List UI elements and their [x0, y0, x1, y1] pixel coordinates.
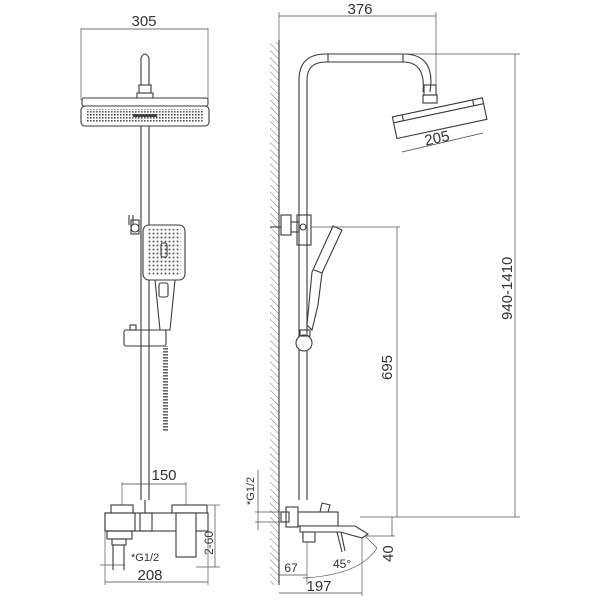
hand-shower-side	[306, 225, 343, 332]
dim-overhead-diameter: 205	[423, 128, 451, 150]
dim-total-height: 940-1410	[499, 257, 516, 320]
dim-spout-offset: 67	[284, 561, 298, 575]
side-view: 376 205 695 94	[245, 1, 520, 596]
dim-spout-height: 40	[380, 545, 397, 562]
dim-mixer-center: 150	[151, 467, 176, 484]
overhead-shower-side	[391, 97, 488, 140]
wall-hatch	[270, 42, 279, 585]
side-inlet-thread: *G1/2	[245, 477, 257, 505]
dim-inlet-offset: 2-60	[202, 531, 216, 555]
dim-overhead-width: 305	[131, 13, 156, 30]
front-view: 305 150	[80, 13, 220, 585]
front-inlet-thread: *G1/2	[131, 552, 159, 564]
mixer-side	[297, 511, 339, 527]
dim-arm-reach: 376	[347, 1, 372, 18]
dim-spout-angle: 45°	[333, 557, 351, 571]
mixer-lever	[175, 512, 197, 558]
dim-spout-projection: 197	[306, 578, 331, 595]
dim-mixer-width: 208	[137, 567, 162, 584]
dim-hand-shower-height: 695	[379, 355, 396, 380]
